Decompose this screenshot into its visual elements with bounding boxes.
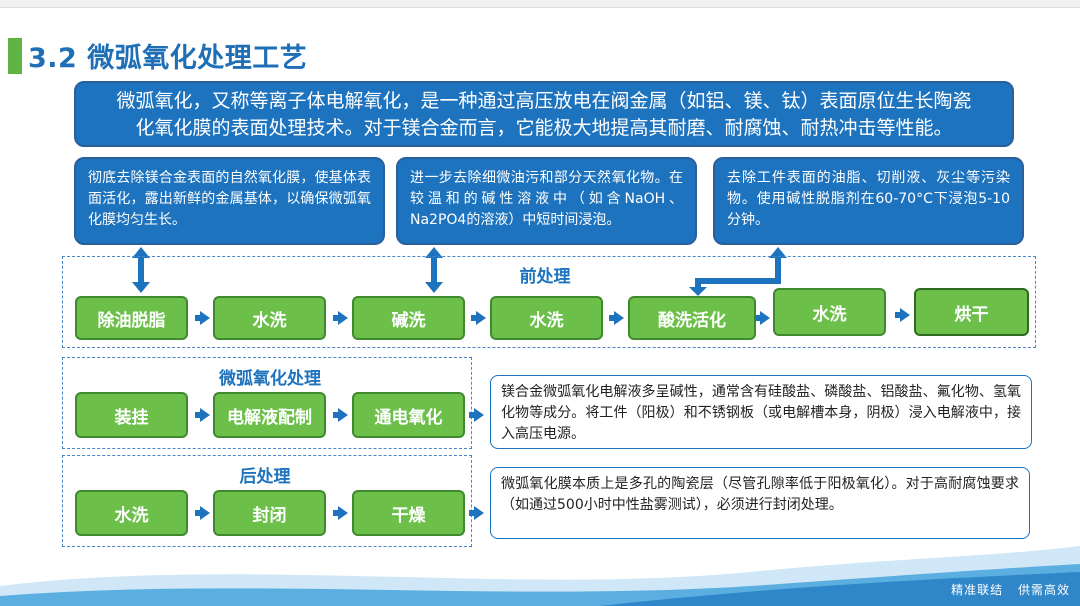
degrease-description: 彻底去除镁合金表面的自然氧化膜，使基体表面活化，露出新鲜的金属基体，以确保微弧氧… [74, 157, 385, 245]
intro-box: 微弧氧化，又称等离子体电解氧化，是一种通过高压放电在阀金属（如铝、镁、钛）表面原… [74, 81, 1014, 147]
arrow-post-1 [195, 506, 210, 520]
step-acid-activation: 酸洗活化 [628, 296, 756, 340]
intro-line-2: 化氧化膜的表面处理技术。对于镁合金而言，它能极大地提高其耐磨、耐腐蚀、耐热冲击等… [135, 117, 953, 139]
step-rinse-1: 水洗 [213, 296, 326, 340]
arrow-pre-4 [609, 311, 624, 325]
post-info-box: 微弧氧化膜本质上是多孔的陶瓷层（尽管孔隙率低于阳极氧化）。对于高耐腐蚀要求（如通… [490, 467, 1030, 539]
acid-activation-description: 去除工件表面的油脂、切削液、灰尘等污染物。使用碱性脱脂剂在60-70°C下浸泡5… [713, 157, 1024, 245]
mao-title: 微弧氧化处理 [219, 369, 321, 389]
step-alkali-wash: 碱洗 [352, 296, 465, 340]
arrow-pre-1 [195, 311, 210, 325]
bottom-wave [0, 546, 1080, 606]
step-dry-bake: 烘干 [914, 288, 1029, 336]
step-post-dry: 干燥 [352, 490, 465, 536]
step-rinse-2: 水洗 [490, 296, 603, 340]
intro-line-1: 微弧氧化，又称等离子体电解氧化，是一种通过高压放电在阀金属（如铝、镁、钛）表面原… [116, 90, 972, 112]
step-seal: 封闭 [213, 490, 326, 536]
mao-section [62, 357, 472, 449]
arrow-mao-to-info [469, 408, 484, 422]
step-energize-oxidize: 通电氧化 [352, 392, 465, 438]
mao-info-box: 镁合金微弧氧化电解液多呈碱性，通常含有硅酸盐、磷酸盐、铝酸盐、氟化物、氢氧化物等… [490, 375, 1032, 449]
arrow-pre-3 [471, 311, 486, 325]
step-degrease: 除油脱脂 [75, 296, 188, 340]
footer-slogan-1: 精准联结 [951, 583, 1004, 597]
step-rinse-3: 水洗 [773, 288, 886, 336]
footer-slogan-2: 供需高效 [1017, 583, 1070, 597]
posttreatment-section [62, 455, 472, 547]
wave-dark [600, 572, 1080, 606]
arrow-pre-5 [755, 311, 770, 325]
posttreatment-title: 后处理 [239, 467, 291, 487]
step-mount: 装挂 [75, 392, 188, 438]
arrow-pre-6 [895, 308, 910, 322]
top-border [0, 0, 1080, 8]
pretreatment-title: 前处理 [519, 267, 571, 287]
arrow-mao-2 [333, 408, 348, 422]
step-electrolyte-prep: 电解液配制 [213, 392, 326, 438]
footer-slogan: 精准联结 供需高效 [941, 581, 1070, 598]
page-title: 3.2 微弧氧化处理工艺 [28, 43, 308, 74]
arrow-post-to-info [469, 506, 484, 520]
pretreatment-section [62, 256, 1036, 348]
step-post-rinse: 水洗 [75, 490, 188, 536]
arrow-post-2 [333, 506, 348, 520]
alkali-wash-description: 进一步去除细微油污和部分天然氧化物。在较温和的碱性溶液中（如含NaOH、Na2P… [396, 157, 697, 245]
title-accent-bar [8, 38, 22, 74]
arrow-mao-1 [195, 408, 210, 422]
arrow-pre-2 [333, 311, 348, 325]
